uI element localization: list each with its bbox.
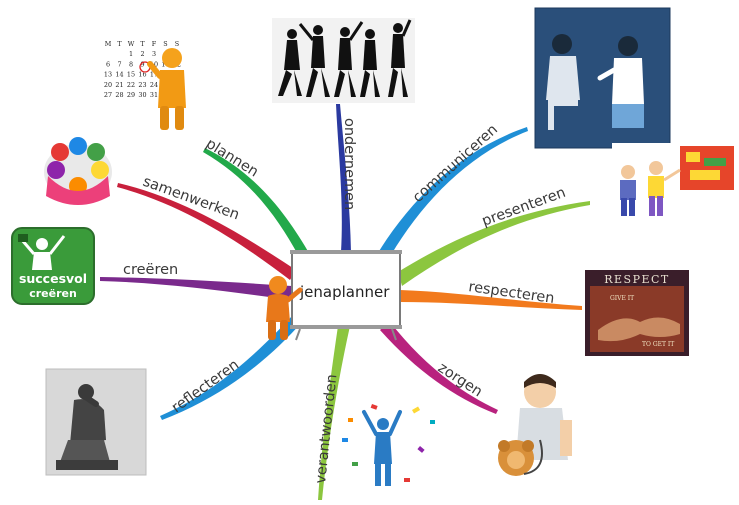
presenting-kids-image (612, 143, 738, 225)
calendar-image: MTWTFSS123456789101112131415161718192021… (104, 36, 188, 130)
branch-respecteren (400, 290, 582, 310)
branch-creeren (100, 277, 292, 300)
respect-line2: TO GET IT (642, 341, 674, 348)
calendar-day: 30 (138, 91, 146, 99)
branch-communiceren (376, 127, 528, 260)
calendar-day: 14 (115, 71, 123, 79)
calendar-day: 24 (150, 81, 158, 89)
dancers-image (272, 18, 415, 103)
badge-line2: creëren (29, 287, 77, 300)
calendar-day: 16 (138, 71, 146, 79)
calendar-day: 27 (104, 91, 112, 99)
calendar-day: 15 (127, 71, 135, 79)
central-topic-title: jenaplanner (299, 283, 390, 301)
thinker-image (45, 368, 147, 476)
presenter-figure-icon (266, 276, 303, 340)
branch-ondernemen (336, 104, 351, 252)
calendar-day: 3 (152, 50, 156, 58)
calendar-header: W (128, 40, 135, 48)
whiteboard (291, 251, 401, 328)
calendar-day: 22 (127, 81, 135, 89)
calendar-header: T (140, 40, 145, 48)
calendar-day: 31 (150, 91, 158, 99)
label-ondernemen[interactable]: ondernemen (341, 118, 357, 210)
calendar-header: M (105, 40, 112, 48)
calendar-day: 21 (115, 81, 123, 89)
calendar-day: 8 (129, 60, 133, 68)
branch-zorgen (380, 322, 498, 414)
calendar-day: 7 (117, 60, 121, 68)
calendar-day: 2 (140, 50, 144, 58)
label-plannen[interactable]: plannen (203, 136, 261, 181)
calendar-header: S (163, 40, 167, 48)
calendar-day: 6 (106, 60, 110, 68)
calendar-day: 13 (104, 71, 112, 79)
orange-figure-icon (147, 48, 186, 130)
calendar-header: F (152, 40, 157, 48)
label-creeren[interactable]: creëren (123, 262, 178, 278)
calendar-day: 17 (150, 71, 158, 79)
calendar-day: 9 (140, 60, 144, 68)
caring-child-image (498, 374, 572, 476)
celebration-image (342, 404, 435, 486)
calendar-header: T (117, 40, 122, 48)
calendar-day: 1 (129, 50, 133, 58)
communication-image (534, 7, 671, 149)
label-verantwoorden[interactable]: verantwoorden (313, 373, 340, 484)
label-reflecteren[interactable]: reflecteren (169, 357, 242, 416)
teamwork-image (44, 137, 112, 205)
badge-line1: succesvol (19, 271, 87, 286)
branch-samenwerken (117, 183, 296, 280)
respect-title: RESPECT (604, 273, 670, 286)
label-communiceren[interactable]: communiceren (410, 122, 501, 206)
calendar-day: 29 (127, 91, 135, 99)
calendar-day: 20 (104, 81, 112, 89)
calendar-header: S (175, 40, 179, 48)
branch-verantwoorden (318, 326, 350, 500)
calendar-day: 28 (115, 91, 123, 99)
succesvol-badge: succesvol creëren (11, 227, 95, 305)
calendar-day: 23 (138, 81, 146, 89)
respect-poster: RESPECT GIVE IT TO GET IT (585, 270, 689, 356)
central-topic[interactable]: jenaplanner (266, 250, 402, 341)
respect-line1: GIVE IT (610, 295, 634, 302)
